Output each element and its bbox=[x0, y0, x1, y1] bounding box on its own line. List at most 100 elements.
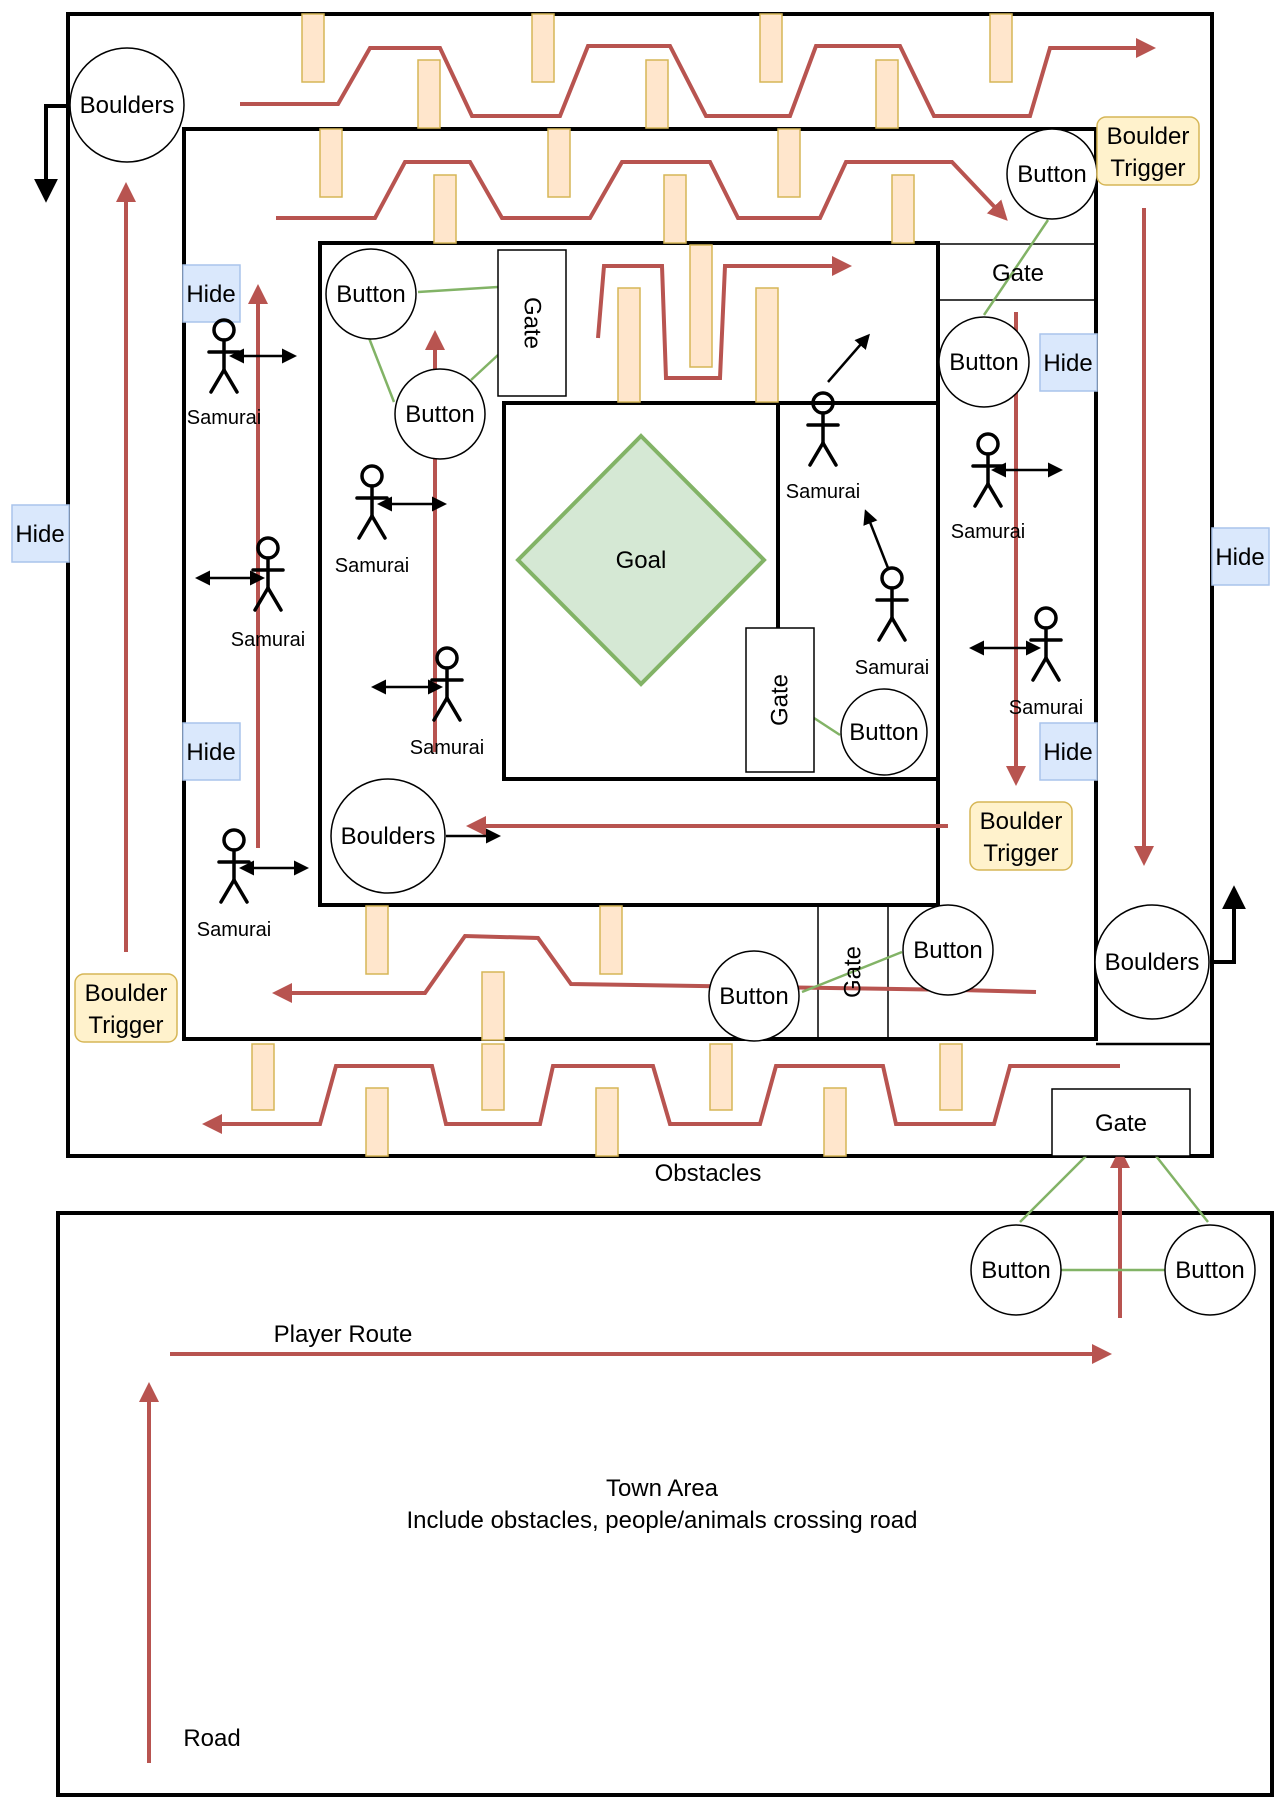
button-town-right[interactable]: Button bbox=[1164, 1224, 1256, 1316]
middle-castle-wall bbox=[182, 127, 1098, 1041]
town-area-title: Town Area bbox=[606, 1475, 719, 1502]
gate-label: Gate bbox=[1095, 1110, 1147, 1137]
boulders-circle bbox=[1094, 904, 1210, 1020]
button-label: Button bbox=[913, 937, 982, 964]
trigger-box bbox=[74, 973, 178, 1043]
button-inner-top-left[interactable]: Button bbox=[325, 248, 417, 340]
wire bbox=[982, 219, 1050, 316]
gate-inner-top[interactable]: Gate bbox=[497, 249, 567, 397]
gate-box bbox=[497, 249, 567, 397]
obstacle-block bbox=[301, 13, 325, 83]
samurai-label: Samurai bbox=[410, 737, 484, 759]
route-bottom-outer bbox=[202, 1064, 1120, 1134]
goal-diamond bbox=[515, 433, 767, 687]
samurai-label: Samurai bbox=[187, 407, 261, 429]
trigger-label-line1: Boulder bbox=[1107, 123, 1190, 150]
button-label: Button bbox=[949, 349, 1018, 376]
hide-spot-right-top: Hide bbox=[1039, 333, 1098, 392]
boulders-label: Boulders bbox=[1105, 949, 1200, 976]
road-label: Road bbox=[183, 1725, 240, 1752]
samurai-label: Samurai bbox=[197, 919, 271, 941]
route-top-outer bbox=[240, 38, 1156, 118]
obstacle-block bbox=[547, 128, 571, 198]
samurai-inner-bottom: Samurai bbox=[371, 646, 484, 759]
button-inner-left[interactable]: Button bbox=[394, 368, 486, 460]
trigger-label-line2: Trigger bbox=[1110, 155, 1185, 182]
gate-bottom-middle[interactable]: Gate bbox=[840, 946, 867, 998]
samurai-label: Samurai bbox=[951, 521, 1025, 543]
samurai-label: Samurai bbox=[786, 481, 860, 503]
samurai-inner-right-bottom: Samurai bbox=[855, 509, 929, 679]
obstacle-block bbox=[709, 1043, 733, 1111]
button-town-left[interactable]: Button bbox=[970, 1224, 1062, 1316]
obstacle-block bbox=[365, 1087, 389, 1157]
town-area-note: Include obstacles, people/animals crossi… bbox=[407, 1507, 918, 1534]
button-label: Button bbox=[849, 719, 918, 746]
wire bbox=[1019, 1155, 1087, 1223]
gate-label: Gate bbox=[519, 297, 546, 349]
player-route-label: Player Route bbox=[274, 1321, 413, 1348]
button-label: Button bbox=[1175, 1257, 1244, 1284]
obstacle-block bbox=[939, 1043, 963, 1111]
hide-box bbox=[1039, 333, 1098, 392]
samurai-left-mid: Samurai bbox=[195, 536, 305, 651]
button-goal-chamber[interactable]: Button bbox=[840, 688, 928, 776]
gate-right-middle[interactable]: Gate bbox=[992, 260, 1044, 287]
button-right-mid[interactable]: Button bbox=[938, 316, 1030, 408]
button-circle bbox=[325, 248, 417, 340]
boulders-circle bbox=[330, 778, 446, 894]
boulders-right: Boulders bbox=[1094, 885, 1246, 1020]
obstacle-block bbox=[663, 174, 687, 244]
hide-label: Hide bbox=[1043, 739, 1092, 766]
gate-goal-chamber[interactable]: Gate bbox=[745, 627, 815, 773]
hide-spot-left-top: Hide bbox=[182, 264, 241, 323]
goal: Goal bbox=[515, 433, 767, 687]
boulder-roll-arrow bbox=[34, 104, 68, 203]
trigger-label-line2: Trigger bbox=[88, 1012, 163, 1039]
hide-spot-right-bottom: Hide bbox=[1039, 722, 1098, 781]
obstacle-block bbox=[689, 244, 713, 368]
boulder-trigger-inner: Boulder Trigger bbox=[969, 801, 1073, 871]
gate-label: Gate bbox=[992, 260, 1044, 287]
hide-box bbox=[1211, 527, 1270, 586]
trigger-label-line1: Boulder bbox=[85, 980, 168, 1007]
button-circle bbox=[970, 1224, 1062, 1316]
gate-outer-entrance[interactable]: Gate bbox=[1051, 1088, 1191, 1157]
hide-label: Hide bbox=[186, 739, 235, 766]
gate-label: Gate bbox=[840, 946, 867, 998]
route-inner-u bbox=[596, 256, 852, 380]
obstacle-block bbox=[823, 1087, 847, 1157]
obstacles-label: Obstacles bbox=[655, 1160, 762, 1187]
obstacle-block bbox=[989, 13, 1013, 83]
gate-label: Gate bbox=[767, 674, 794, 726]
button-label: Button bbox=[1017, 161, 1086, 188]
obstacle-block bbox=[875, 59, 899, 129]
boulders-top-left: Boulders bbox=[34, 47, 185, 203]
button-circle bbox=[902, 904, 994, 996]
goal-chamber-wall bbox=[502, 401, 940, 781]
boulders-label: Boulders bbox=[80, 92, 175, 119]
samurai-label: Samurai bbox=[855, 657, 929, 679]
boulder-trigger-top-right: Boulder Trigger bbox=[1096, 116, 1200, 186]
button-label: Button bbox=[405, 401, 474, 428]
hide-box bbox=[182, 722, 241, 781]
samurai-label: Samurai bbox=[1009, 697, 1083, 719]
wire bbox=[801, 950, 903, 994]
obstacle-block bbox=[759, 13, 783, 83]
button-label: Button bbox=[336, 281, 405, 308]
samurai-left-top: Samurai bbox=[187, 318, 297, 429]
samurai-right-mid: Samurai bbox=[951, 432, 1063, 543]
trigger-label-line2: Trigger bbox=[983, 840, 1058, 867]
obstacle-block bbox=[595, 1087, 619, 1157]
button-bottom-right[interactable]: Button bbox=[902, 904, 994, 996]
button-right-top[interactable]: Button bbox=[1006, 128, 1098, 220]
obstacle-block bbox=[417, 59, 441, 129]
obstacle-block bbox=[365, 905, 389, 975]
button-gate-wires bbox=[367, 219, 1209, 1272]
samurai-label: Samurai bbox=[231, 629, 305, 651]
hide-box bbox=[1039, 722, 1098, 781]
hide-spot-right-outer: Hide bbox=[1211, 527, 1270, 586]
button-circle bbox=[708, 950, 800, 1042]
button-bottom-left[interactable]: Button bbox=[708, 950, 800, 1042]
